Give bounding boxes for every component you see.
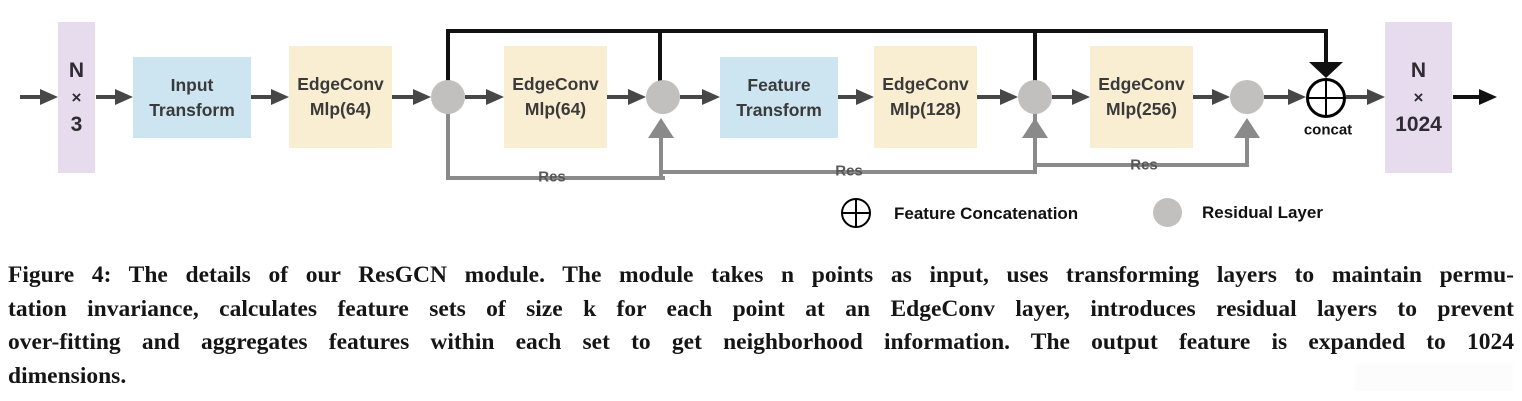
flow-arrow (680, 95, 702, 99)
residual-layer-icon-3 (1018, 80, 1052, 114)
flow-arrow (977, 95, 1000, 99)
output-flow-arrow (1453, 95, 1479, 99)
res-riser-c2 (659, 136, 663, 180)
flow-arrow (392, 95, 413, 99)
node-input-dims: N × 3 (58, 22, 95, 173)
res-arrowhead-icon-3 (1234, 118, 1260, 138)
node-text: EdgeConv (882, 74, 969, 94)
flow-arrowhead-icon (1000, 89, 1018, 105)
flow-arrow (1346, 95, 1367, 99)
node-text: N (1410, 59, 1427, 82)
node-edgeconv-mlp64-2: EdgeConv Mlp(64) (504, 46, 607, 148)
flow-arrowhead-icon (1212, 89, 1230, 105)
flow-arrow (1193, 95, 1212, 99)
flow-arrow (96, 95, 116, 99)
node-text: 3 (70, 113, 83, 136)
caption-line: Figure 4: The details of our ResGCN modu… (8, 262, 1514, 288)
node-text: × (1413, 88, 1424, 107)
flow-arrowhead-icon (702, 89, 720, 105)
res-arrowhead-icon-1 (648, 118, 674, 138)
caption-line: over-fitting and aggregates features wit… (8, 329, 1514, 355)
node-text: Transform (149, 99, 235, 120)
node-text: Mlp(64) (309, 99, 372, 119)
flow-arrow (837, 95, 856, 99)
flow-arrow (1264, 95, 1288, 99)
node-text: Mlp(128) (890, 99, 961, 119)
node-text: Mlp(64) (524, 99, 587, 119)
node-text: EdgeConv (297, 74, 384, 94)
flow-arrow (251, 95, 271, 99)
node-feature-transform: Feature Transform (720, 57, 838, 138)
node-text: Transform (736, 99, 822, 120)
node-edgeconv-mlp64-1: EdgeConv Mlp(64) (289, 46, 392, 148)
residual-layer-icon-1 (431, 80, 465, 114)
flow-arrow (20, 95, 44, 99)
skip-riser-1 (446, 29, 450, 81)
flow-arrowhead-icon (856, 89, 874, 105)
output-flow-arrowhead-icon (1479, 89, 1497, 105)
node-text: Input (170, 74, 214, 95)
res-line-1 (446, 176, 665, 180)
node-text: EdgeConv (1098, 74, 1185, 94)
node-edgeconv-mlp256: EdgeConv Mlp(256) (1090, 46, 1193, 148)
figure-caption: Figure 4: The details of our ResGCN modu… (8, 259, 1514, 393)
node-text: Feature (747, 74, 811, 95)
skip-connection-rail (446, 29, 1328, 33)
flow-arrowhead-icon (1367, 89, 1385, 105)
flow-arrowhead-icon (486, 89, 504, 105)
flow-arrowhead-icon (413, 89, 431, 105)
flow-arrow (607, 95, 628, 99)
flow-arrow (1052, 95, 1072, 99)
res-riser-c4 (1245, 136, 1249, 167)
highlight-artifact (1355, 364, 1513, 391)
legend-residual-icon (1153, 198, 1182, 227)
caption-line: dimensions. (8, 362, 127, 389)
node-edgeconv-mlp128: EdgeConv Mlp(128) (874, 46, 977, 148)
res-label-3: Res (1130, 156, 1158, 174)
caption-line: tation invariance, calculates feature se… (8, 295, 1514, 322)
residual-layer-icon-4 (1230, 80, 1264, 114)
concat-plus-horizontal (1309, 97, 1343, 99)
legend-concat-plus-horizontal (843, 212, 869, 214)
res-riser-c3 (1033, 113, 1037, 174)
concat-label: concat (1303, 121, 1353, 139)
flow-arrowhead-icon (271, 89, 289, 105)
res-arrowhead-icon-2 (1022, 118, 1048, 138)
node-text: 1024 (1395, 113, 1442, 136)
res-riser-c1 (446, 111, 450, 180)
node-text: Mlp(256) (1106, 99, 1177, 119)
flow-arrowhead-icon (40, 89, 58, 105)
node-text: N (68, 59, 85, 82)
node-text: EdgeConv (512, 74, 599, 94)
skip-drop-concat (1324, 29, 1328, 62)
legend-residual-label: Residual Layer (1202, 203, 1323, 222)
res-label-1: Res (538, 168, 566, 186)
skip-arrowhead-icon (1309, 62, 1343, 78)
residual-layer-icon-2 (646, 80, 680, 114)
flow-arrowhead-icon (1288, 89, 1306, 105)
res-line-2 (659, 170, 1037, 174)
flow-arrowhead-icon (628, 89, 646, 105)
node-output-dims: N × 1024 (1385, 22, 1452, 173)
legend-concat-label: Feature Concatenation (894, 204, 1079, 223)
concat-icon (1306, 78, 1346, 118)
res-label-2: Res (835, 162, 863, 180)
node-text: × (71, 88, 82, 107)
flow-arrowhead-icon (115, 89, 133, 105)
flow-arrow (465, 95, 486, 99)
skip-riser-3 (1033, 29, 1037, 81)
node-input-transform: Input Transform (133, 57, 251, 138)
legend-concat-icon (841, 198, 871, 228)
res-line-3 (1033, 163, 1249, 167)
skip-riser-2 (658, 29, 662, 81)
flow-arrowhead-icon (1072, 89, 1090, 105)
